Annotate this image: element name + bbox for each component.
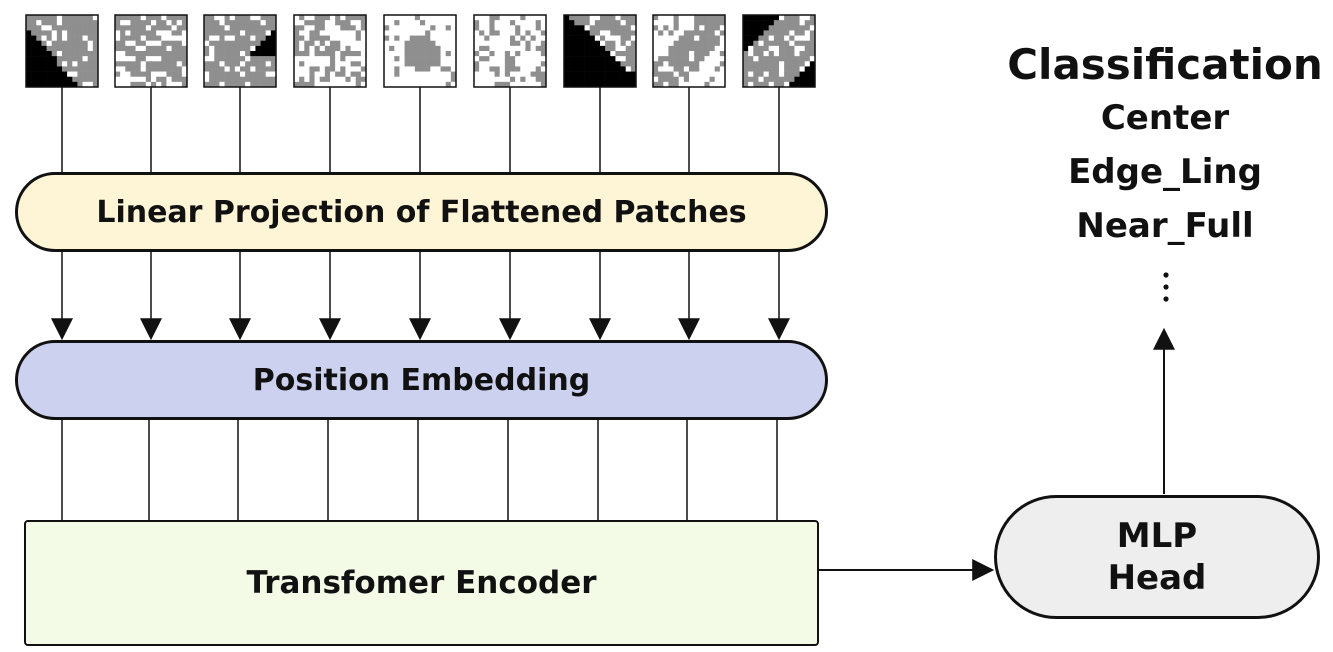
transformer-encoder-label: Transfomer Encoder	[246, 565, 597, 601]
patch-8	[652, 14, 726, 88]
position-embedding-label: Position Embedding	[252, 362, 591, 398]
linear-projection-box: Linear Projection of Flattened Patches	[15, 172, 828, 252]
position-embedding-box: Position Embedding	[15, 340, 828, 420]
classification-title: Classification	[1007, 40, 1323, 89]
class-label-center: Center	[1100, 98, 1230, 138]
patch-2	[114, 14, 188, 88]
connectors	[51, 87, 790, 521]
class-label-edge-ling: Edge_Ling	[1068, 152, 1262, 192]
mlp-head-box: MLP Head	[994, 495, 1320, 619]
side-arrows	[819, 272, 1175, 581]
patch-6	[473, 14, 547, 88]
mlp-head-line2: Head	[1107, 558, 1207, 598]
patch-4	[293, 14, 367, 88]
patch-1	[25, 14, 99, 88]
patch-3	[203, 14, 277, 88]
continuation-dots	[1163, 272, 1169, 302]
patch-5	[383, 14, 457, 88]
patch-7	[563, 14, 637, 88]
transformer-encoder-box: Transfomer Encoder	[24, 520, 819, 646]
linear-projection-label: Linear Projection of Flattened Patches	[96, 194, 747, 230]
mlp-head-line1: MLP	[1116, 516, 1198, 556]
input-patches	[25, 14, 816, 88]
class-label-near-full: Near_Full	[1076, 206, 1254, 246]
patch-9	[742, 14, 816, 88]
